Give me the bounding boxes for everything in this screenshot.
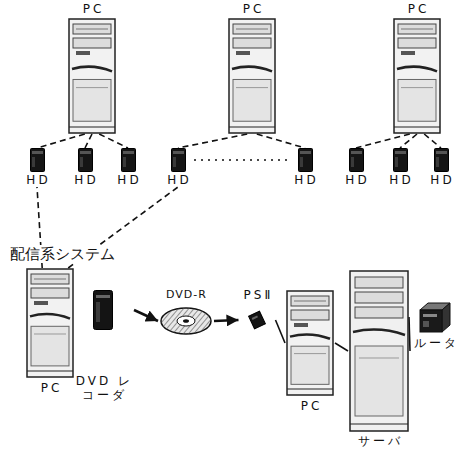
node-label: PC [80, 2, 105, 16]
node-label: HD [71, 173, 98, 187]
dashed-connector [400, 134, 417, 148]
node-label: HD [386, 173, 413, 187]
node-label: PC [405, 2, 430, 16]
hard-disk-icon [434, 148, 449, 172]
dashed-connector [85, 134, 92, 148]
dvd-recorder-node: DVD レコーダ [72, 290, 134, 402]
hd-node: HD [112, 148, 144, 187]
node-label: HD [114, 173, 141, 187]
node-label: HD [164, 173, 191, 187]
hd-node: HD [162, 148, 194, 187]
node-label: サーバ [355, 434, 403, 448]
node-label: PC [38, 381, 63, 395]
hd-node: HD [340, 148, 372, 187]
node-label: HD [291, 173, 318, 187]
node-label: HD [23, 173, 50, 187]
pc-node: PC [68, 2, 116, 134]
dvd-disc-node: DVD-R [158, 288, 214, 336]
pc-node: PC [24, 268, 76, 395]
pc-tower-icon [68, 18, 116, 134]
router-icon [418, 300, 452, 334]
hard-disk-icon [121, 148, 136, 172]
connector [335, 343, 348, 351]
pc-node: PC [285, 290, 335, 413]
node-label: HD [342, 173, 369, 187]
connector [276, 320, 286, 343]
pc-tower-icon [26, 268, 74, 378]
dashed-connector [356, 134, 410, 148]
server-icon [349, 270, 409, 432]
node-label: DVD-R [165, 288, 207, 302]
hd-node: HD [289, 148, 321, 187]
dashed-connector [424, 134, 441, 148]
server-node: サーバ [348, 270, 410, 448]
node-label: ルータ [411, 336, 459, 350]
hard-disk-icon [298, 148, 313, 172]
pc-node: PC [393, 2, 441, 134]
node-label: DVD レコーダ [72, 374, 134, 402]
hard-disk-icon [349, 148, 364, 172]
dvd-disc-icon [159, 306, 213, 336]
connector [134, 310, 158, 321]
pc-tower-icon [393, 18, 441, 134]
ps2-node: PSⅡ [239, 288, 276, 330]
hd-node: HD [21, 148, 53, 187]
connector [214, 320, 239, 321]
dashed-connector [178, 134, 247, 148]
hd-node: HD [425, 148, 457, 187]
dashed-connector [37, 134, 85, 148]
node-label: PSⅡ [241, 288, 274, 302]
node-label: HD [427, 173, 454, 187]
dashed-connector [194, 159, 289, 161]
pc-tower-icon [228, 18, 276, 134]
node-label: PC [240, 2, 265, 16]
connector [409, 317, 410, 351]
system-label: 配信系システム [8, 245, 117, 263]
dvd-recorder-icon [93, 290, 113, 330]
pc-tower-icon [286, 290, 334, 396]
hard-disk-icon [78, 148, 93, 172]
ps2-icon [247, 310, 267, 330]
dashed-connector [257, 134, 305, 148]
pc-node: PC [228, 2, 276, 134]
hard-disk-icon [171, 148, 186, 172]
hd-node: HD [384, 148, 416, 187]
node-label: PC [298, 399, 323, 413]
hd-node: HD [69, 148, 101, 187]
dashed-connector [99, 134, 128, 148]
router-node: ルータ [409, 300, 461, 350]
hard-disk-icon [30, 148, 45, 172]
hard-disk-icon [393, 148, 408, 172]
